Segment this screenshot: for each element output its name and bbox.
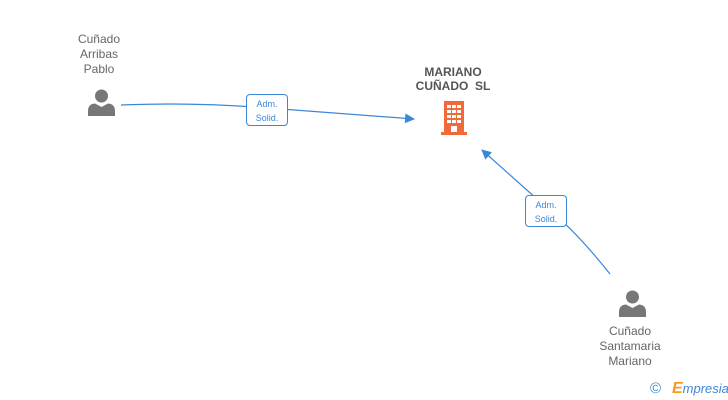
brand-logo-text: mpresia: [682, 381, 728, 396]
footer-brand[interactable]: © Empresia: [650, 379, 728, 399]
company-name-line-1: MARIANO: [424, 65, 482, 79]
building-icon[interactable]: [440, 99, 468, 135]
edge-label-line-1: Adm.: [256, 99, 278, 109]
person-1-name-line-3: Pablo: [83, 62, 115, 76]
edge-label-line-2: Solid.: [255, 113, 279, 123]
person-2-name-line-3: Mariano: [608, 354, 652, 368]
person-2-name-line-1: Cuñado: [608, 324, 652, 338]
person-icon[interactable]: [87, 88, 116, 116]
person-1-name-line-2: Arribas: [79, 47, 118, 61]
company-name[interactable]: MARIANO CUÑADO SL: [373, 65, 533, 93]
edge-label-person1-role[interactable]: Adm. Solid.: [246, 94, 288, 126]
person-1-name[interactable]: Cuñado Arribas Pablo: [39, 32, 159, 77]
brand-logo-initial: E: [672, 380, 683, 397]
edge-label-line-1: Adm.: [535, 200, 557, 210]
copyright-icon: ©: [650, 380, 662, 397]
edge-label-line-2: Solid.: [534, 214, 558, 224]
person-1-name-line-1: Cuñado: [77, 32, 121, 46]
edge-label-person2-role[interactable]: Adm. Solid.: [525, 195, 567, 227]
person-icon[interactable]: [618, 289, 647, 317]
person-2-name[interactable]: Cuñado Santamaria Mariano: [570, 324, 690, 369]
brand-logo: Empresia: [672, 380, 728, 398]
company-name-line-2: CUÑADO SL: [415, 79, 491, 93]
person-2-name-line-2: Santamaria: [599, 339, 661, 353]
